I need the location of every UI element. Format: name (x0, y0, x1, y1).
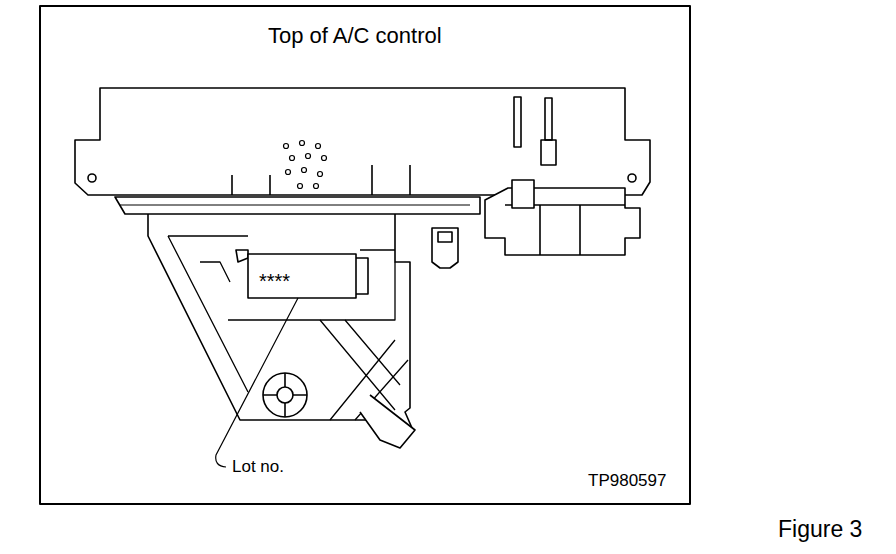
figure-title: Top of A/C control (268, 24, 442, 48)
lot-number-mark: **** (259, 270, 290, 292)
vent-holes (284, 141, 327, 189)
flange (115, 197, 480, 214)
control-body (75, 88, 650, 195)
slot (545, 98, 552, 140)
pointer-arm (360, 395, 415, 448)
slot (541, 140, 556, 165)
leader-line (216, 298, 298, 467)
lot-label-plate (248, 254, 356, 298)
screw-hole (628, 174, 636, 182)
clip (432, 228, 458, 268)
slot (514, 97, 521, 147)
figure-code: TP980597 (588, 472, 666, 491)
figure-caption: Figure 3 (778, 517, 862, 542)
part-label: Lot no. (232, 458, 284, 477)
figure-frame (40, 6, 690, 504)
connector (485, 188, 640, 255)
emblem (263, 373, 307, 417)
screw-hole (88, 174, 96, 182)
